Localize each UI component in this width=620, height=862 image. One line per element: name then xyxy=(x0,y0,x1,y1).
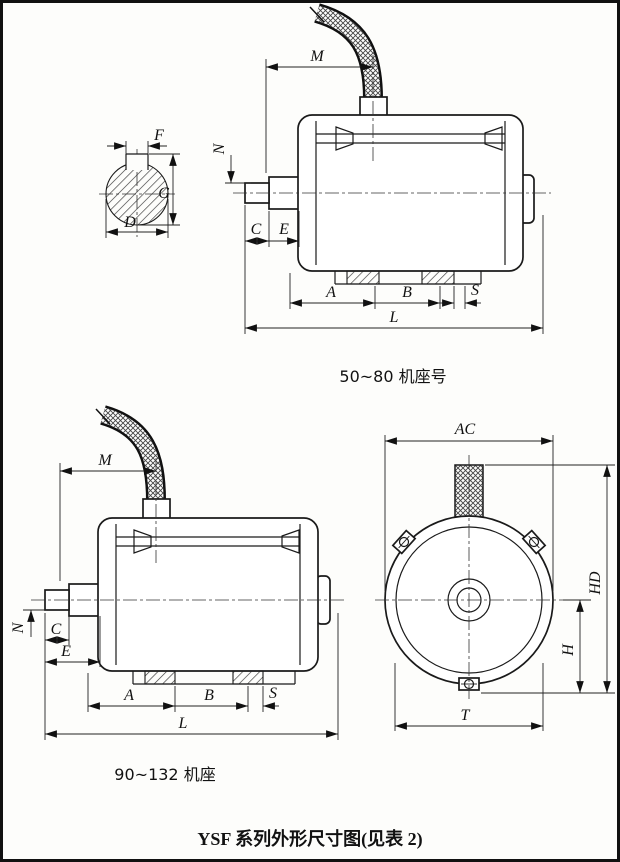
dim-label-e: E xyxy=(60,643,71,660)
clamp-lug xyxy=(391,529,417,555)
dim-label-hd: HD xyxy=(587,571,604,596)
motor-side-view-50-80: M N C E A B xyxy=(211,3,551,386)
dim-label-t: T xyxy=(461,707,471,724)
dim-label-m: M xyxy=(97,452,113,469)
tie-rod-detail xyxy=(315,121,506,265)
mounting-feet xyxy=(334,270,482,285)
dim-label-b: B xyxy=(204,687,214,704)
dim-label-b: B xyxy=(402,284,412,301)
dimension-f: F xyxy=(107,127,167,154)
dim-label-a: A xyxy=(123,687,134,704)
dimension-l: L xyxy=(244,215,544,334)
dimension-hd: HD xyxy=(485,464,615,693)
dim-label-s: S xyxy=(269,685,277,702)
dim-label-ac: AC xyxy=(454,421,476,438)
foot-pad xyxy=(144,670,176,685)
cable-gland xyxy=(359,96,388,117)
dim-label-n: N xyxy=(211,142,228,155)
foot-pad xyxy=(232,670,264,685)
dimension-t: T xyxy=(394,663,544,731)
dim-label-c: C xyxy=(51,621,62,638)
dim-label-n: N xyxy=(10,621,27,634)
caption-frame-50-80: 50~80 机座号 xyxy=(339,367,446,386)
tie-rod-detail xyxy=(115,524,301,665)
dimension-n: N xyxy=(211,142,251,184)
dimension-drawing: M N C E A B xyxy=(10,3,615,850)
dim-label-e: E xyxy=(278,221,289,238)
dimension-d: D xyxy=(105,199,169,238)
dimension-c-e: C E xyxy=(44,613,101,667)
motor-side-view-90-132: M N C E A B S xyxy=(10,405,347,784)
caption-frame-90-132: 90~132 机座 xyxy=(114,765,215,784)
motor-end-view: AC T H HD xyxy=(375,421,615,731)
foot-pad xyxy=(346,270,380,285)
dim-label-f: F xyxy=(153,127,164,144)
dimension-a-b-s: A B S xyxy=(87,673,279,712)
keyway-outline xyxy=(125,153,149,170)
dim-label-d: D xyxy=(123,214,136,231)
keyway-cutout xyxy=(126,154,148,170)
dim-label-g: G xyxy=(158,185,170,202)
dimension-ac: AC xyxy=(384,421,554,591)
shaft-cross-section: F G D xyxy=(99,127,180,238)
dimension-h: H xyxy=(481,599,615,694)
dim-label-l: L xyxy=(389,309,399,326)
mounting-feet xyxy=(132,670,296,685)
sheet-title: YSF 系列外形尺寸图(见表 2) xyxy=(197,828,422,850)
dimension-m: M xyxy=(265,48,373,173)
dim-label-s: S xyxy=(471,282,479,299)
dimension-n: N xyxy=(10,609,47,637)
dim-label-c: C xyxy=(251,221,262,238)
foot-pad xyxy=(421,270,455,285)
motor-body xyxy=(97,517,319,672)
dimension-g: G xyxy=(139,153,180,226)
dim-label-m: M xyxy=(309,48,325,65)
clamp-lug xyxy=(521,529,547,555)
dimension-l: L xyxy=(44,613,339,740)
dim-label-l: L xyxy=(178,715,188,732)
flexible-conduit xyxy=(95,405,166,502)
cable-gland xyxy=(142,498,171,520)
dim-label-h: H xyxy=(560,643,577,657)
dimension-a-b-s: A B S xyxy=(289,273,481,309)
flexible-conduit xyxy=(309,3,383,100)
dim-label-a: A xyxy=(325,284,336,301)
dimension-c-e: C E xyxy=(244,205,300,247)
dimension-m: M xyxy=(59,452,156,581)
